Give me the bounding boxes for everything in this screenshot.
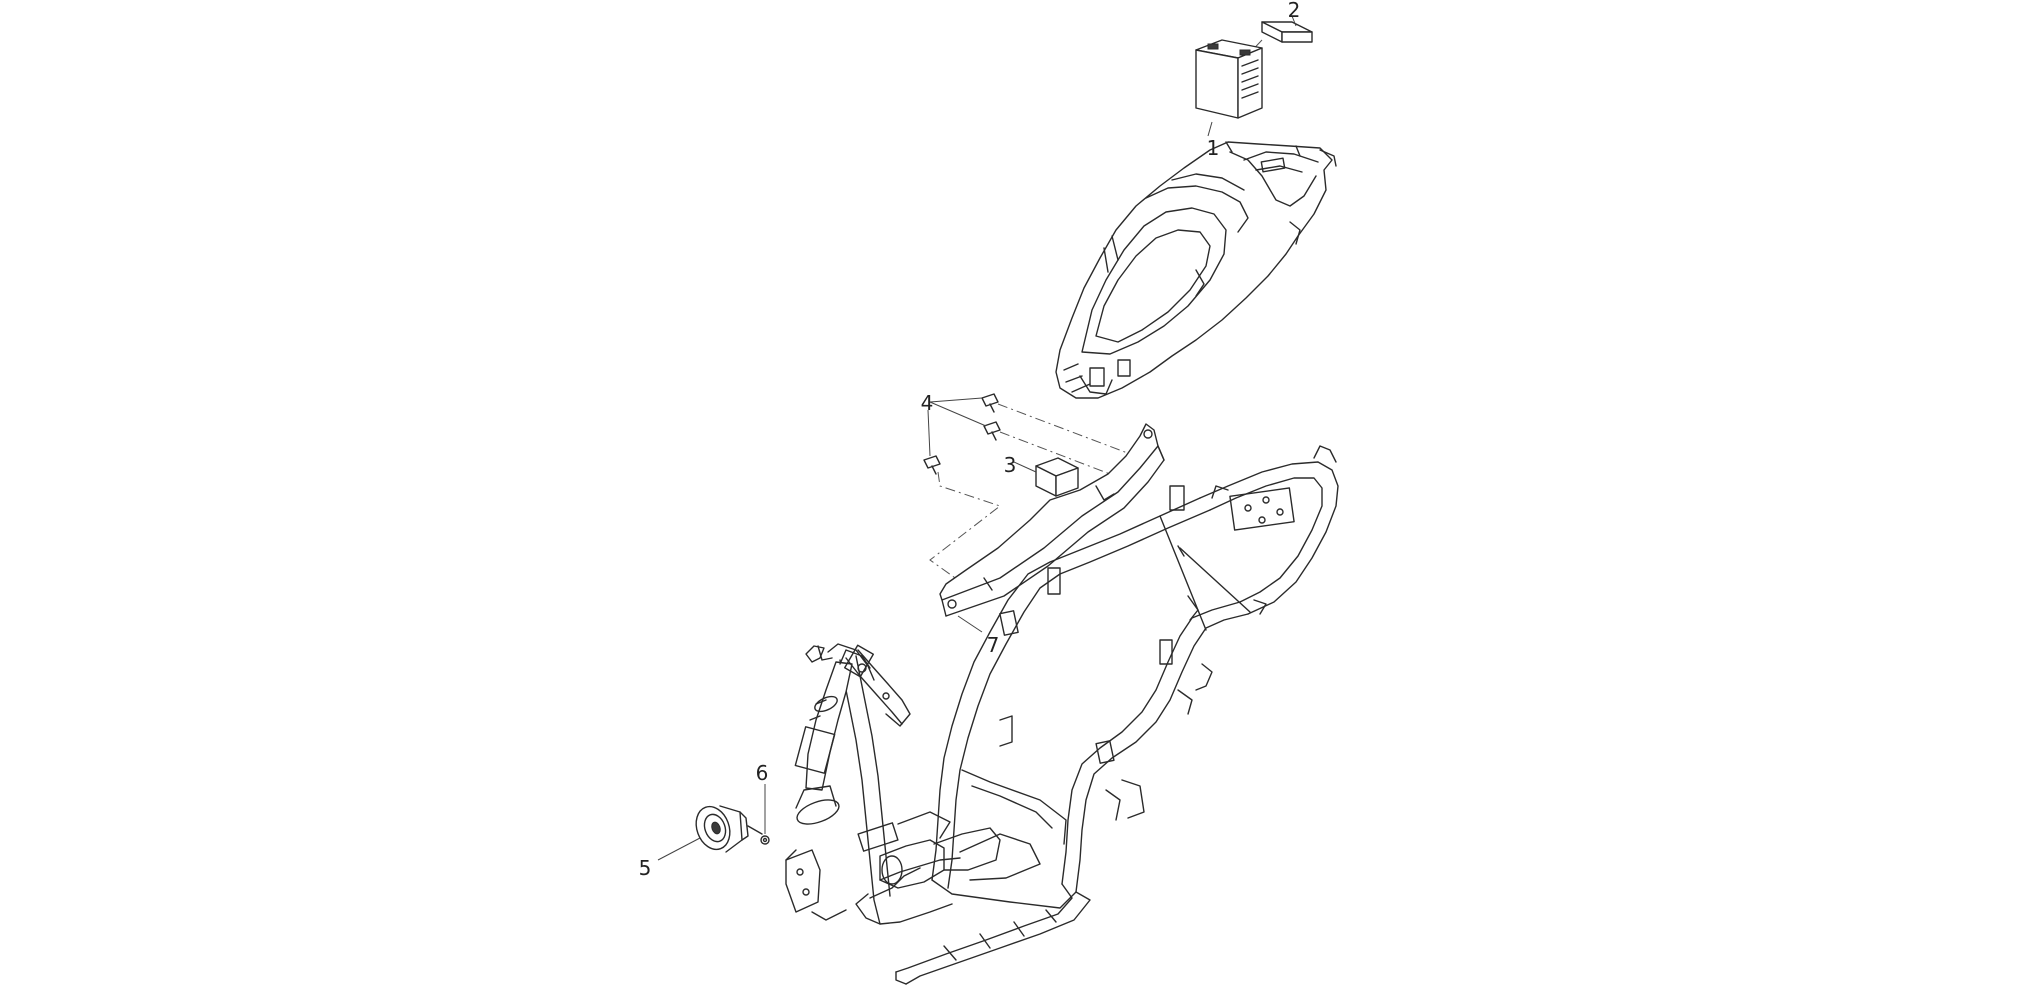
relay-icon[interactable] xyxy=(1035,457,1079,497)
helmet-box-icon[interactable] xyxy=(1055,141,1337,399)
nut-icon[interactable] xyxy=(760,835,770,845)
screw-icon[interactable] xyxy=(983,421,1001,441)
horn-icon[interactable] xyxy=(690,802,763,854)
callout-5-label: 5 xyxy=(639,856,652,880)
screw-icon[interactable] xyxy=(923,455,941,475)
battery-icon[interactable] xyxy=(1195,39,1263,119)
callout-3-label: 3 xyxy=(1004,453,1017,477)
callout-2-label: 2 xyxy=(1288,0,1301,22)
callout-6-label: 6 xyxy=(756,761,769,785)
callout-1-label: 1 xyxy=(1207,136,1220,160)
callout-7-label: 7 xyxy=(987,633,1000,657)
bracket-icon[interactable] xyxy=(939,423,1165,617)
scooter-frame-icon[interactable] xyxy=(785,445,1339,985)
callout-4-label: 4 xyxy=(921,391,934,415)
fuse-icon[interactable] xyxy=(1261,21,1313,43)
screw-icon[interactable] xyxy=(981,393,999,413)
